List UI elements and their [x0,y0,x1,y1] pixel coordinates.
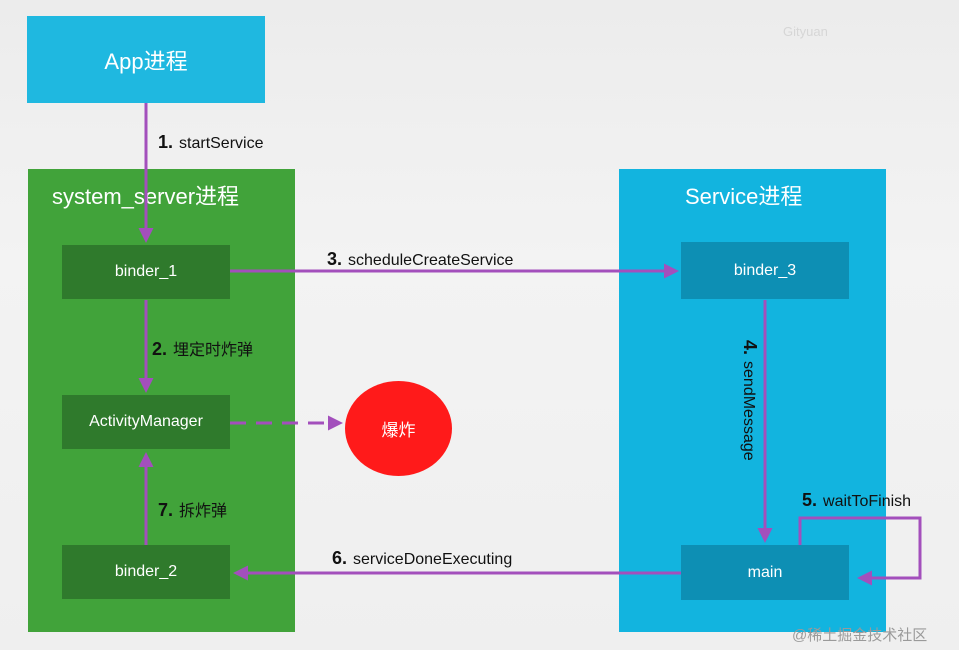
main-thread-label: main [747,563,783,581]
step-6-label: 6.serviceDoneExecuting [332,548,513,568]
step-7-label: 7.拆炸弹 [158,500,228,520]
watermark: Gityuan [783,24,828,39]
arrow-wait-to-finish [798,516,922,586]
service-process-title: Service进程 [685,184,803,209]
activity-manager-label: ActivityManager [89,413,203,430]
app-process-label: App进程 [104,48,188,74]
binder-3-label: binder_3 [733,261,797,279]
activity-manager-box: ActivityManager [62,395,230,449]
binder-1-label: binder_1 [114,263,178,280]
binder-3-box: binder_3 [681,242,849,299]
step-1-label: 1.startService [158,132,264,152]
step-3-label: 3.scheduleCreateService [327,249,514,269]
binder-2-box: binder_2 [62,545,230,599]
main-thread-box: main [681,545,849,600]
binder-1-box: binder_1 [62,245,230,299]
explosion-label: 爆炸 [381,421,416,440]
service-process-box: Service进程 binder_3 main [619,169,886,632]
explosion-circle: 爆炸 [345,381,452,476]
source-credit: @稀土掘金技术社区 [792,627,928,644]
step-4-label: 4.sendMessage [740,340,760,461]
step-2-label: 2.埋定时炸弹 [152,339,254,359]
step-5-label: 5.waitToFinish [802,490,912,510]
binder-2-label: binder_2 [114,563,178,580]
app-process-box: App进程 [27,16,265,103]
